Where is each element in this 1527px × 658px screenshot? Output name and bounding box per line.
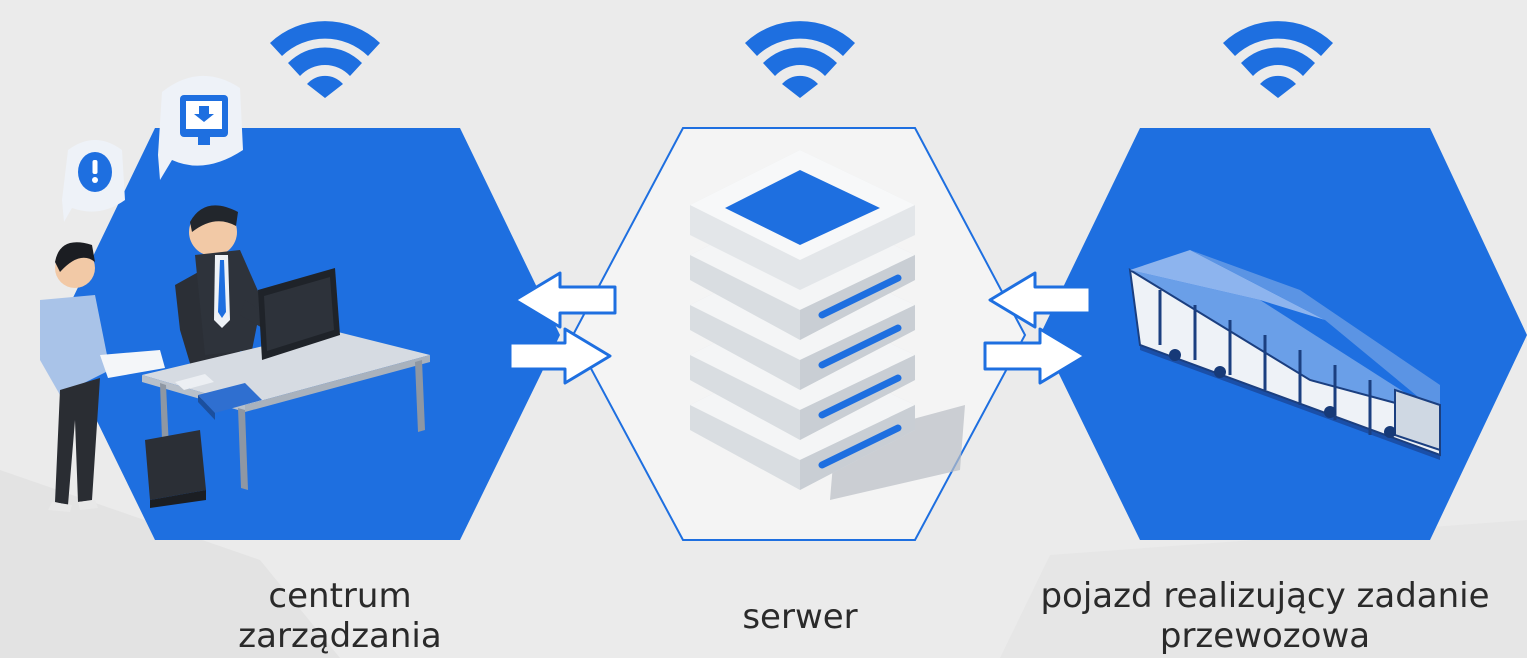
label-line: zarządzania [238,616,442,656]
tram-icon [1128,250,1441,460]
label-management-center: centrum zarządzania [205,576,475,656]
background-shape [1000,520,1527,658]
wifi-icon [745,21,855,98]
server-icon [690,150,965,500]
arrow-right-icon [983,327,1087,385]
arrow-right-icon [508,327,612,385]
arrow-left-icon [513,271,617,329]
label-line: przewozowa [1159,616,1371,656]
office-worker-icon [40,75,430,512]
server-top [690,150,915,290]
label-line: pojazd realizujący zadanie [1040,576,1490,616]
wifi-icon [1223,21,1333,98]
alert-bubble-icon [62,140,125,222]
label-line: centrum [268,576,412,616]
arrow-left-icon [988,271,1092,329]
label-server: serwer [720,597,880,637]
label-line: serwer [742,597,858,637]
label-vehicle: pojazd realizujący zadanie przewozowa [1010,576,1520,656]
download-bubble-icon [158,75,243,180]
wifi-icon [270,21,380,98]
background-shape [0,470,340,658]
